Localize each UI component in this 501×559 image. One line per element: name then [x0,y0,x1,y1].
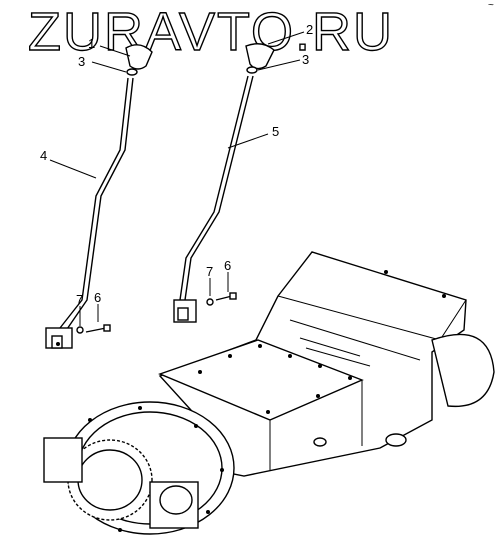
rod-clamp-right [173,299,197,323]
callout-1: 1 [88,36,95,51]
output-gear-flange [43,401,235,535]
bolt-washer-right [206,292,237,306]
shift-rod-right [179,75,254,301]
lever-knob-right [245,43,275,74]
rod-clamp-left [45,327,73,349]
lever-knob-left [125,44,153,76]
callout-7-left: 7 [76,292,83,307]
callout-6-left: 6 [94,290,101,305]
site-watermark: ZURAVTO.RU [27,1,395,62]
corner-mark: ~ [488,0,494,11]
callout-2: 2 [306,22,313,37]
bolt-washer-left [76,324,111,334]
callout-4: 4 [40,148,47,163]
callout-6-right: 6 [224,258,231,273]
callout-7-right: 7 [206,264,213,279]
callout-5: 5 [272,124,279,139]
callout-3-right: 3 [302,52,309,67]
transmission-housing [158,251,495,477]
leader-lines [49,31,305,326]
callout-labels: 1 2 3 3 4 5 6 6 7 7 [40,22,313,307]
callout-3-left: 3 [78,54,85,69]
